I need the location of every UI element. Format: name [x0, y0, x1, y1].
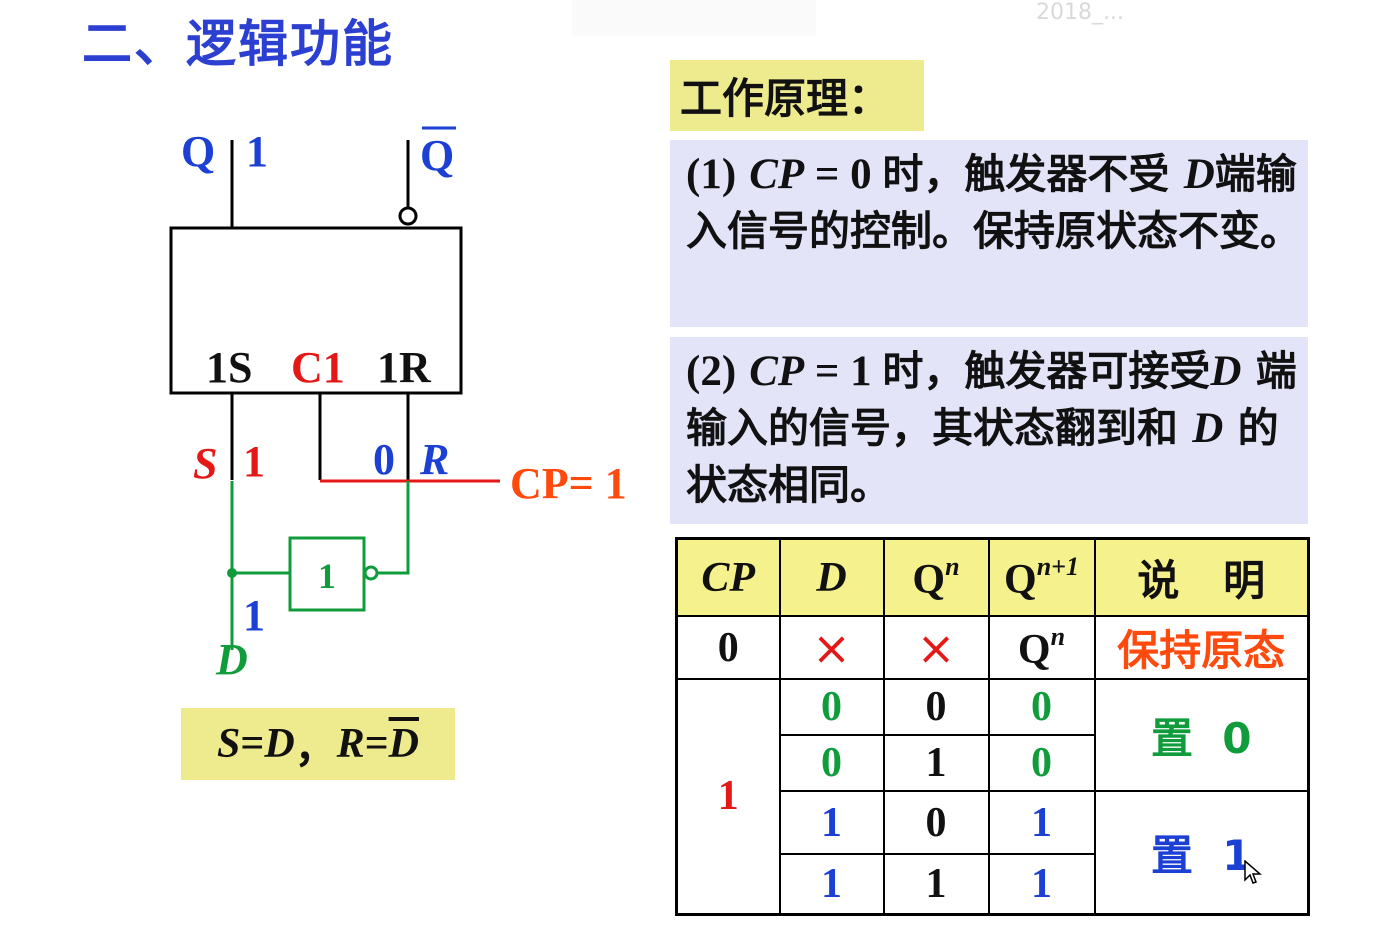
s-value: 1 [243, 437, 265, 486]
cell-qn1: 1 [987, 853, 1096, 915]
note2-d: D [1210, 348, 1242, 395]
note1-d: D [1183, 151, 1215, 198]
note2-cond: = 1 [804, 348, 883, 395]
header-cp: CP [675, 537, 781, 617]
cell-qn1: 1 [987, 790, 1096, 855]
input-1s-label: 1S [206, 343, 252, 392]
cell-qn: 0 [882, 678, 990, 736]
cell-desc-set1: 置 1 [1093, 790, 1310, 915]
cell-qn1: 0 [987, 678, 1096, 736]
cell-cp-active: 1 [675, 678, 781, 915]
r-value: 0 [373, 435, 395, 484]
cell-desc-set0: 置 0 [1093, 678, 1310, 792]
cell-qn: 1 [882, 853, 990, 915]
inverter-label: 1 [318, 556, 336, 596]
top-faint-box [572, 0, 816, 36]
note1-cond: = 0 [804, 151, 883, 198]
q-value: 1 [246, 127, 268, 176]
formula-r: R [336, 721, 365, 767]
formula-d1: D [264, 721, 295, 767]
note-cp-1: (2) CP = 1 时，触发器可接受D 端输入的信号，其状态翻到和 D 的状态… [670, 337, 1308, 524]
formula-s: S [217, 721, 241, 767]
header-qn1: Qn+1 [987, 537, 1096, 617]
input-1r-label: 1R [377, 343, 432, 392]
cell-qn: 0 [882, 790, 990, 855]
input-c1-label: C1 [291, 343, 345, 392]
watermark: 2018_... [1036, 0, 1124, 25]
formula-eq2: = [364, 721, 389, 767]
cell-d: 0 [778, 734, 885, 792]
table-row: 1 0 0 0 置 0 [675, 678, 1310, 915]
junction-dot [227, 568, 237, 578]
qbar-inversion-bubble [398, 206, 418, 226]
note2-cp: CP [749, 348, 805, 395]
note2-text-c: 的状态相同。 [686, 404, 1279, 509]
q-label: Q [181, 127, 215, 176]
flip-flop-box [169, 226, 463, 395]
cell-d: × [778, 615, 885, 680]
principle-heading: 工作原理： [670, 60, 924, 131]
d-label: D [215, 635, 248, 684]
cp-label: CP= 1 [510, 459, 627, 508]
flip-flop-circuit-diagram: Q 1 Q 1S C1 1R S 1 0 R CP= 1 1 1 D [169, 126, 627, 684]
s-label: S [193, 439, 217, 488]
note1-text-a: 时，触发器不受 [882, 150, 1184, 198]
table-row: 1 0 1 置 1 [677, 790, 1310, 915]
table-header-row: CP D Qn Qn+1 说 明 [675, 537, 1310, 617]
table-row-hold: 0 × × Qn 保持原态 [675, 615, 1310, 680]
cell-qn1: 0 [987, 734, 1096, 792]
mouse-cursor-icon [1244, 860, 1262, 884]
formula-eq1: = [240, 721, 265, 767]
note1-num: (1) [686, 151, 737, 198]
table-row: 0 1 0 [677, 734, 1309, 792]
note2-d2: D [1192, 405, 1224, 452]
cell-d: 0 [778, 678, 885, 736]
table-row: 1 1 1 [677, 853, 1309, 915]
formula-d2-overline: D [388, 721, 419, 767]
formula-sep: ， [294, 722, 337, 772]
note2-text-a: 时，触发器可接受 [882, 347, 1211, 395]
note1-text-b: 端输入信号的控制。保持原状态不变。 [686, 150, 1301, 255]
formula-box: S = D ， R = D [181, 708, 455, 780]
cell-d: 1 [778, 790, 885, 855]
cell-d: 1 [778, 853, 885, 915]
note1-cp: CP [749, 151, 805, 198]
cell-cp: 0 [675, 615, 781, 680]
header-qn: Qn [882, 537, 990, 617]
note-cp-0: (1) CP = 0 时，触发器不受 D端输入信号的控制。保持原状态不变。 [670, 140, 1308, 327]
cell-qn1: Qn [987, 615, 1096, 680]
note2-num: (2) [686, 348, 737, 395]
r-label: R [419, 435, 449, 484]
inverter-to-r-wire [377, 481, 410, 575]
d-value: 1 [243, 591, 265, 640]
header-d: D [778, 537, 885, 617]
cell-qn: × [882, 615, 990, 680]
inverter-bubble [363, 565, 379, 581]
page-title: 二、逻辑功能 [82, 15, 394, 73]
qbar-label: Q [420, 131, 454, 180]
cell-qn: 1 [882, 734, 990, 792]
header-desc: 说 明 [1093, 537, 1310, 617]
truth-table: CP D Qn Qn+1 说 明 0 × × Qn 保持原态 1 0 0 0 置… [675, 537, 1310, 916]
note2-text-b: 端输入的信号，其状态翻到和 [686, 347, 1297, 452]
cell-desc-hold: 保持原态 [1093, 615, 1310, 680]
